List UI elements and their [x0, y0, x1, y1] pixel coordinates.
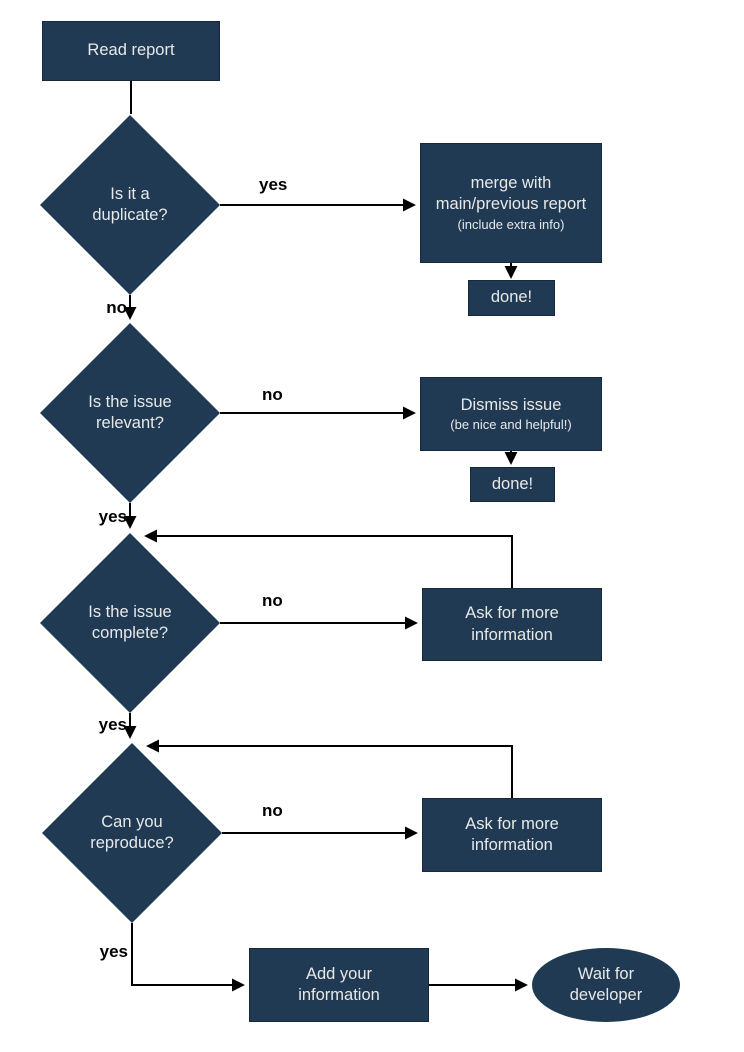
node-is-the-issue-relevant: Is the issue relevant? — [40, 323, 220, 503]
edge-ask2-loopback — [146, 739, 513, 798]
edge-reproduce-yes — [131, 923, 245, 992]
edge-label-complete-no: no — [262, 591, 283, 610]
edge-label-reproduce-yes: yes — [99, 942, 128, 961]
edge-label-relevant-no: no — [262, 385, 283, 404]
node-wait-for-developer-label: Wait for developer — [569, 964, 643, 1004]
node-merge-with-report: merge with main/previous report (include… — [420, 143, 602, 263]
node-is-it-a-duplicate: Is it a duplicate? — [40, 115, 220, 295]
node-read-report-label: Read report — [87, 41, 175, 60]
edge-label-duplicate-no: no — [106, 298, 127, 317]
node-can-you-reproduce: Can you reproduce? — [42, 743, 222, 923]
node-done-2: done! — [470, 467, 555, 502]
node-merge-with-report-label: merge with main/previous report — [435, 173, 587, 214]
edge-ask1-loopback — [144, 529, 513, 588]
node-merge-with-report-sublabel: (include extra info) — [457, 216, 565, 232]
node-is-the-issue-complete: Is the issue complete? — [40, 533, 220, 713]
node-is-it-a-duplicate-label: Is it a duplicate? — [92, 184, 168, 224]
node-dismiss-issue-sublabel: (be nice and helpful!) — [450, 416, 572, 432]
node-can-you-reproduce-label: Can you reproduce? — [90, 812, 174, 852]
edge-label-relevant-yes: yes — [98, 507, 127, 526]
node-wait-for-developer: Wait for developer — [532, 948, 680, 1022]
edge-label-complete-yes: yes — [98, 715, 127, 734]
node-ask-for-more-information-2: Ask for more information — [422, 798, 602, 872]
node-is-the-issue-complete-label: Is the issue complete? — [88, 602, 172, 642]
node-add-your-information: Add your information — [249, 948, 429, 1022]
node-dismiss-issue-label: Dismiss issue — [460, 395, 562, 414]
node-is-the-issue-relevant-label: Is the issue relevant? — [88, 392, 172, 432]
node-ask-for-more-information-2-label: Ask for more information — [465, 814, 559, 854]
node-add-your-information-label: Add your information — [298, 964, 380, 1004]
edge-label-reproduce-no: no — [262, 801, 283, 820]
edge-label-duplicate-yes: yes — [259, 175, 288, 194]
node-done-2-label: done! — [491, 474, 534, 493]
node-dismiss-issue: Dismiss issue (be nice and helpful!) — [420, 377, 602, 451]
node-ask-for-more-information-1: Ask for more information — [422, 588, 602, 661]
node-read-report: Read report — [42, 21, 220, 81]
node-done-1: done! — [468, 280, 555, 316]
node-done-1-label: done! — [490, 288, 533, 307]
node-ask-for-more-information-1-label: Ask for more information — [465, 604, 559, 644]
